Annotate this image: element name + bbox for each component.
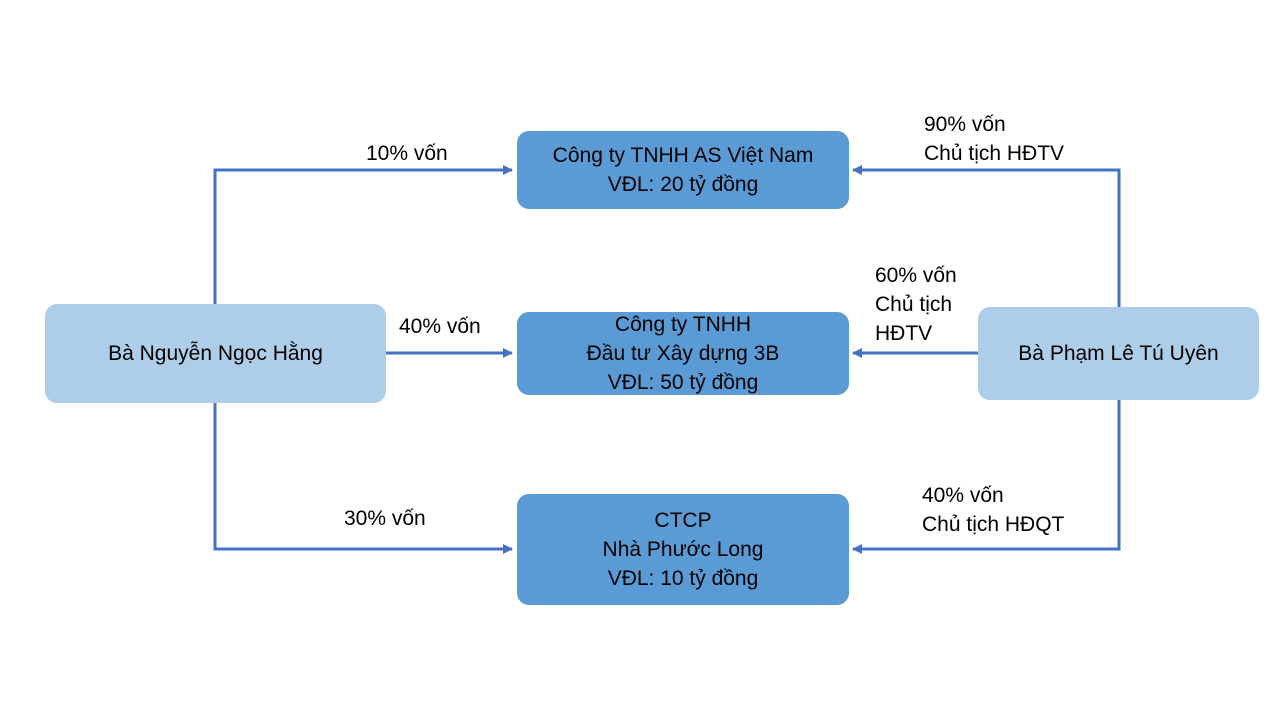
edge-label-hang-pl: 30% vốn [344,507,426,530]
company-3b: Công ty TNHH Đầu tư Xây dựng 3B VĐL: 50 … [517,312,849,395]
edge-label-hang-as: 10% vốn [366,142,448,165]
company-phuoc-long: CTCP Nhà Phước Long VĐL: 10 tỷ đồng [517,494,849,605]
edge-label-uyen-3b: 60% vốn Chủ tịch HĐTV [875,264,957,345]
connector-hang-pl [213,402,513,554]
company-capital: VĐL: 50 tỷ đồng [607,371,759,394]
edge-label-hang-3b: 40% vốn [399,315,481,338]
person-name: Bà Nguyễn Ngọc Hằng [108,342,323,365]
company-type: CTCP [654,509,712,532]
edge-label-uyen-pl: 40% vốn Chủ tịch HĐQT [922,484,1065,536]
person-nguyen-ngoc-hang: Bà Nguyễn Ngọc Hằng [45,304,386,403]
person-name: Bà Phạm Lê Tú Uyên [1018,342,1219,365]
connector-hang-as [213,165,513,305]
company-type: Công ty TNHH [614,313,752,336]
company-capital: VĐL: 10 tỷ đồng [607,567,759,590]
person-pham-le-tu-uyen: Bà Phạm Lê Tú Uyên [978,307,1259,400]
company-as-vietnam: Công ty TNHH AS Việt Nam VĐL: 20 tỷ đồng [517,131,849,209]
company-name: Đầu tư Xây dựng 3B [586,342,780,365]
company-name: Công ty TNHH AS Việt Nam [552,144,814,167]
connector-uyen-pl [852,399,1121,554]
company-name: Nhà Phước Long [602,538,764,561]
company-capital: VĐL: 20 tỷ đồng [607,173,759,196]
edge-label-uyen-as: 90% vốn Chủ tịch HĐTV [924,113,1065,165]
connector-uyen-as [852,165,1121,308]
